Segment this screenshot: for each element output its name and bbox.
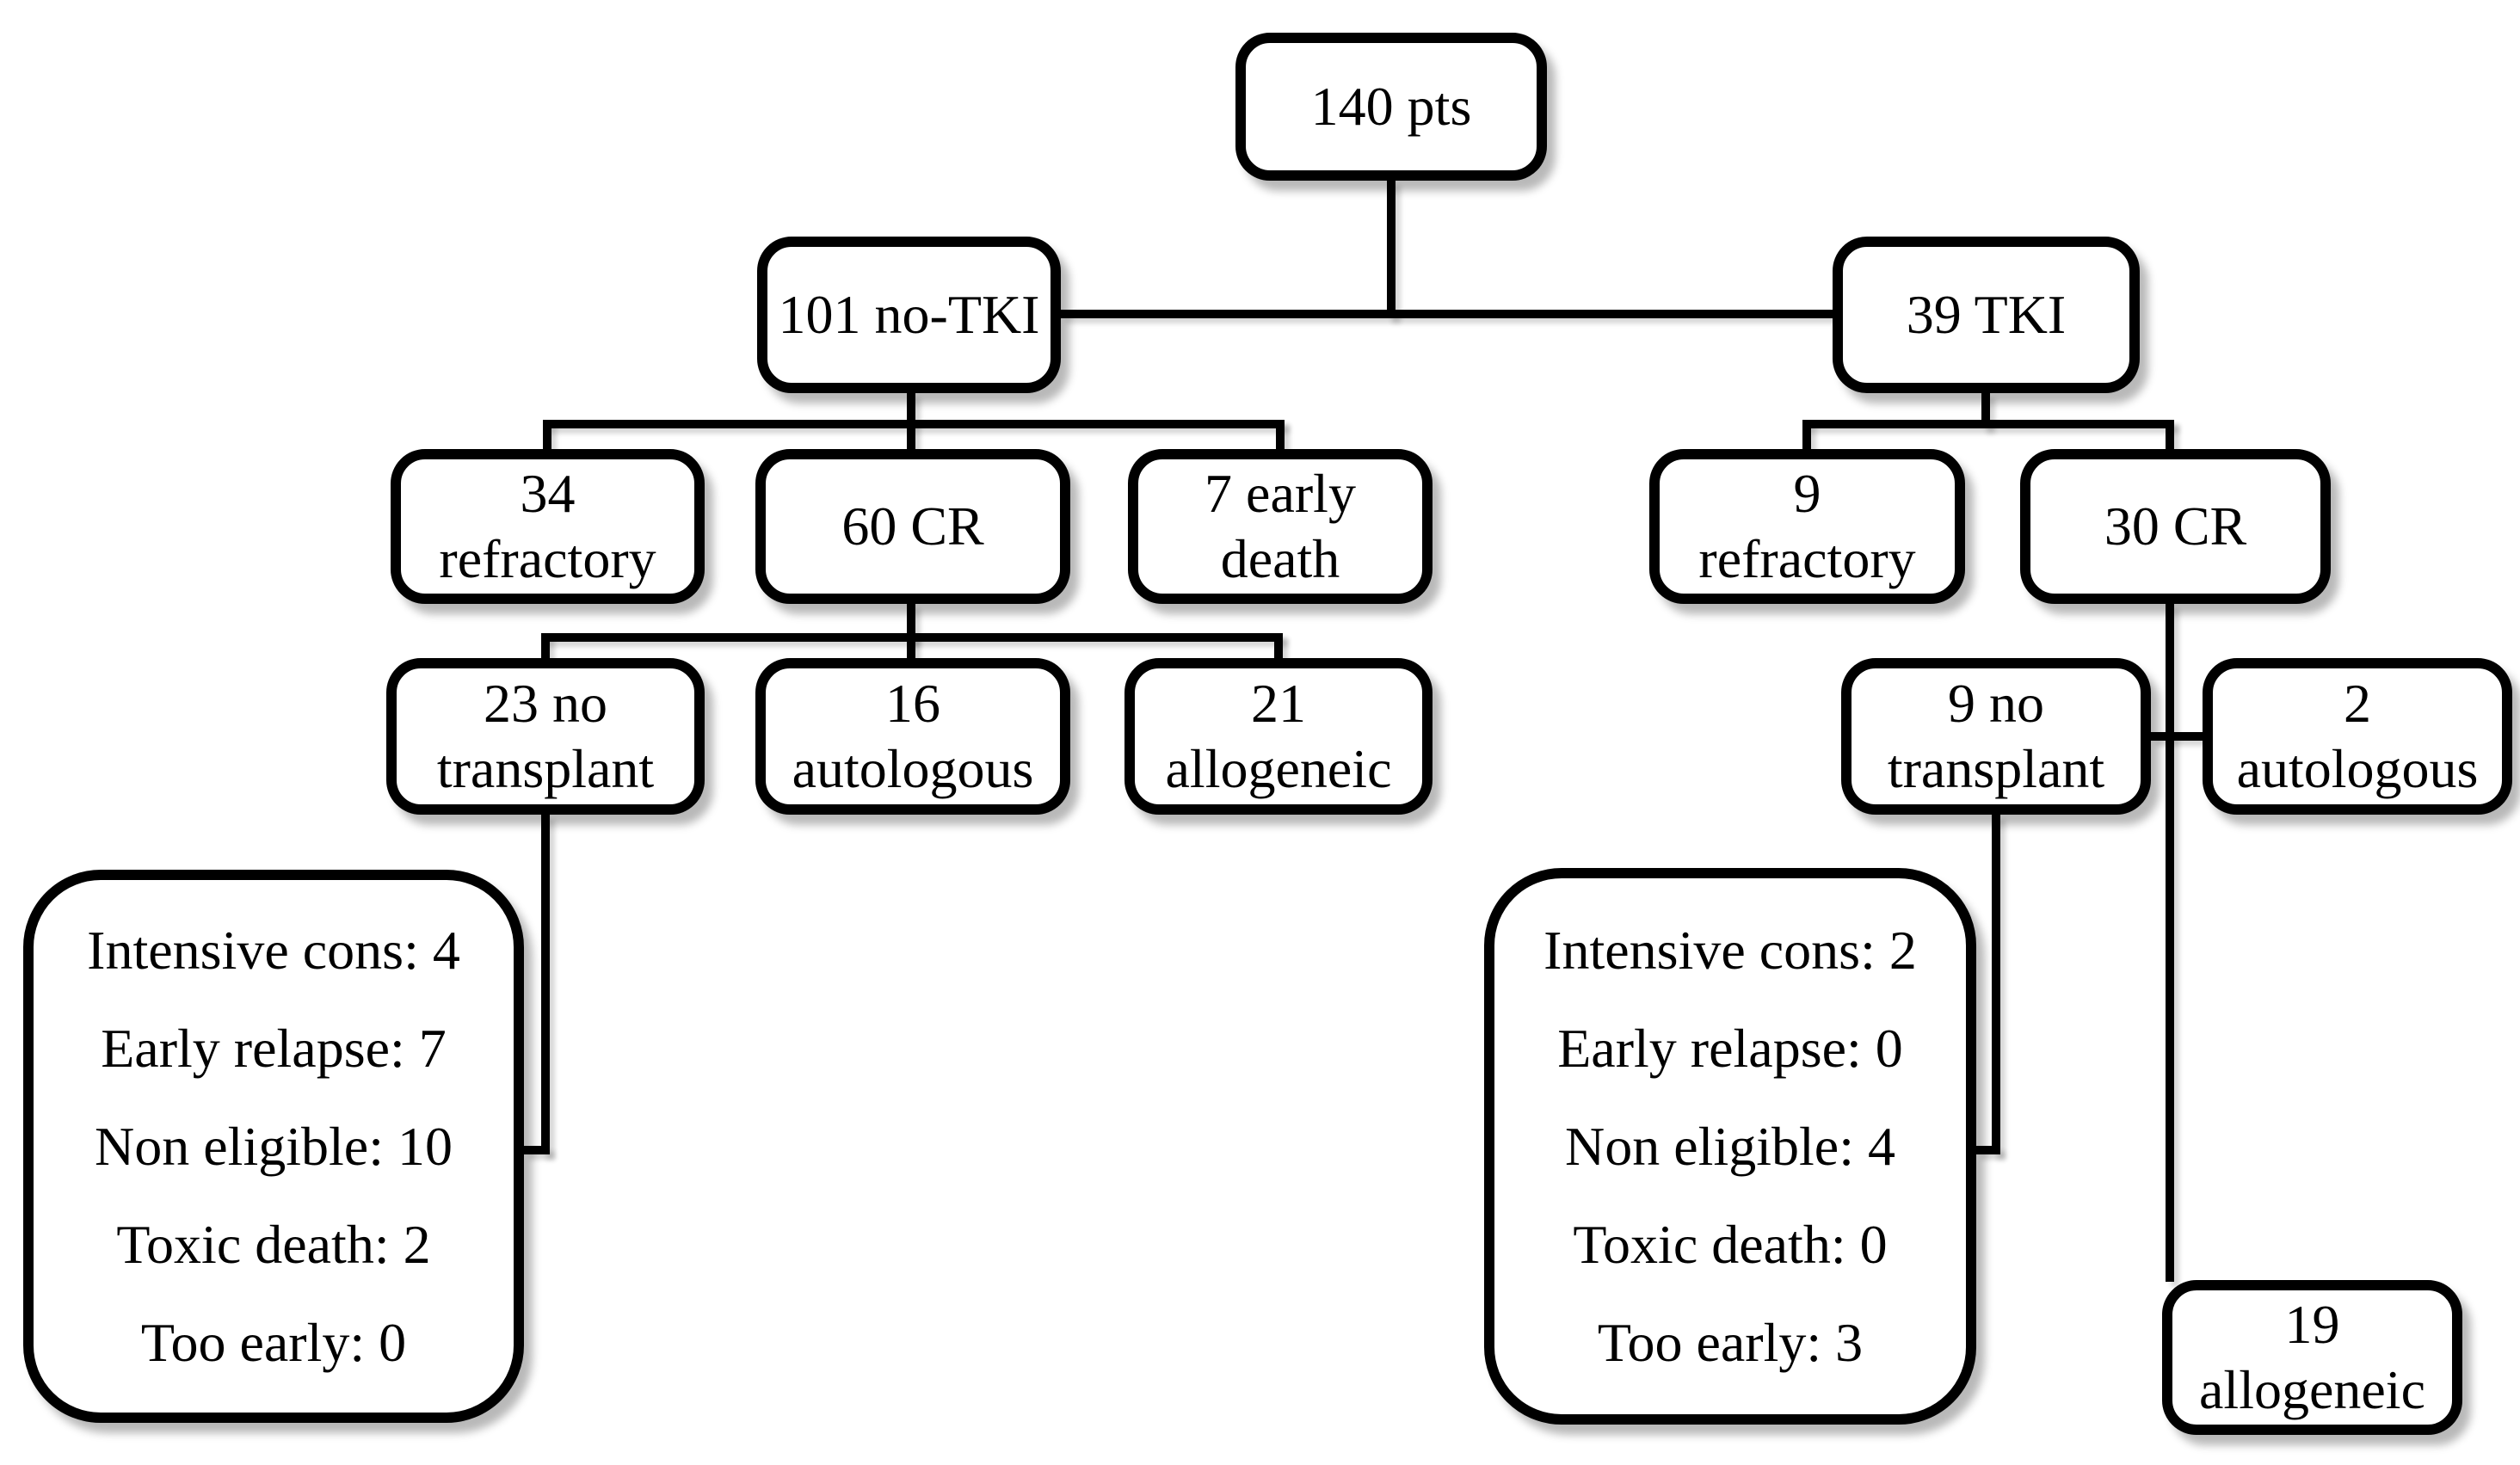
outcome-line-intensive-cons: Intensive cons: 4 <box>87 919 460 981</box>
connector-9-no-transplant-down <box>1992 815 2000 1154</box>
node-7-early-death: 7 early death <box>1128 449 1433 604</box>
connector-stub-7-early-death <box>1276 420 1285 449</box>
connector-tki-bar <box>1802 420 2174 428</box>
connector-level1-bar <box>1061 310 1833 318</box>
connector-root-stem <box>1387 181 1396 318</box>
node-2-autologous: 2 autologous <box>2203 658 2512 815</box>
node-30-cr: 30 CR <box>2020 449 2331 604</box>
outcome-line-early-relapse: Early relapse: 0 <box>1557 1017 1903 1079</box>
box-tki-outcomes: Intensive cons: 2 Early relapse: 0 Non e… <box>1484 868 1976 1425</box>
node-9-no-transplant: 9 no transplant <box>1841 658 2151 815</box>
connector-no-tki-outcomes-elbow <box>524 1146 550 1154</box>
node-140-pts: 140 pts <box>1235 33 1547 181</box>
connector-stub-23-no-transplant <box>541 633 550 658</box>
connector-stub-34-refractory <box>543 420 551 449</box>
connector-transplant-cross <box>2151 732 2203 741</box>
connector-stub-16-autologous <box>907 633 915 658</box>
node-23-no-transplant: 23 no transplant <box>386 658 705 815</box>
connector-23-no-transplant-down <box>541 815 550 1154</box>
outcome-line-non-eligible: Non eligible: 4 <box>1565 1115 1895 1177</box>
box-no-tki-outcomes: Intensive cons: 4 Early relapse: 7 Non e… <box>23 870 524 1423</box>
node-9-refractory: 9 refractory <box>1649 449 1965 604</box>
outcome-line-non-eligible: Non eligible: 10 <box>95 1115 453 1177</box>
outcome-line-toxic-death: Toxic death: 2 <box>116 1213 431 1275</box>
connector-stub-9-refractory <box>1802 420 1811 449</box>
node-101-no-tki: 101 no-TKI <box>757 237 1061 393</box>
node-60-cr: 60 CR <box>755 449 1070 604</box>
outcome-line-too-early: Too early: 3 <box>1597 1311 1864 1373</box>
connector-30-cr-down <box>2166 604 2174 1282</box>
node-34-refractory: 34 refractory <box>391 449 705 604</box>
node-39-tki: 39 TKI <box>1833 237 2140 393</box>
outcome-line-intensive-cons: Intensive cons: 2 <box>1543 919 1917 981</box>
outcome-line-too-early: Too early: 0 <box>140 1311 407 1373</box>
node-21-allogeneic: 21 allogeneic <box>1124 658 1433 815</box>
connector-tki-outcomes-elbow <box>1976 1146 2000 1154</box>
connector-no-tki-bar <box>543 420 1285 428</box>
connector-stub-30-cr <box>2166 420 2174 449</box>
node-16-autologous: 16 autologous <box>755 658 1070 815</box>
node-19-allogeneic: 19 allogeneic <box>2162 1280 2462 1435</box>
outcome-line-toxic-death: Toxic death: 0 <box>1573 1213 1888 1275</box>
outcome-line-early-relapse: Early relapse: 7 <box>101 1017 447 1079</box>
connector-60-cr-stem <box>907 604 915 642</box>
connector-tki-stem <box>1981 393 1990 428</box>
connector-stub-21-allogeneic <box>1274 633 1283 658</box>
